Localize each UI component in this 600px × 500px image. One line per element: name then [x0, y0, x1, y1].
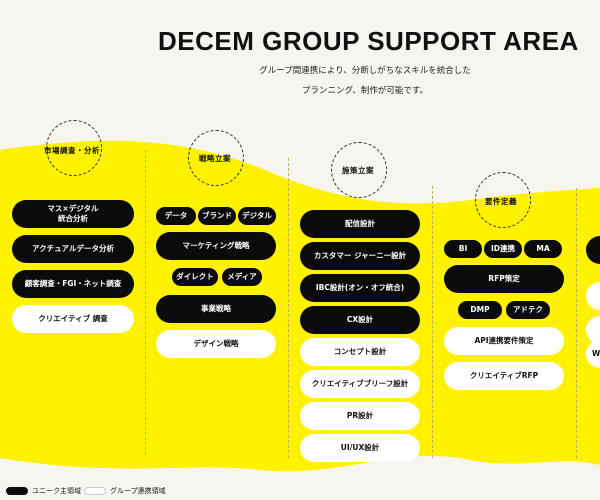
tag-ma[interactable]: MA	[524, 240, 562, 258]
column-label-requirements: 要件定義	[485, 197, 517, 206]
tag-digital[interactable]: デジタル	[238, 207, 276, 225]
item-pr-design[interactable]: PR設計	[300, 402, 420, 430]
item-fifth-3[interactable]	[586, 316, 600, 344]
item-actual-data-analysis[interactable]: アクチュアルデータ分析	[12, 235, 134, 263]
tag-data[interactable]: データ	[156, 207, 196, 225]
item-rfp-formulation[interactable]: RFP策定	[444, 265, 564, 293]
column-divider-1	[145, 150, 146, 455]
item-design-strategy[interactable]: デザイン戦略	[156, 330, 276, 358]
item-ibc-design[interactable]: IBC設計(オン・オフ統合)	[300, 274, 420, 302]
legend-swatch-dark	[6, 487, 28, 495]
item-mass-digital-analysis[interactable]: マス×デジタル 統合分析	[12, 200, 134, 228]
item-creative-rfp[interactable]: クリエイティブRFP	[444, 362, 564, 390]
item-api-requirements[interactable]: API連携要件策定	[444, 327, 564, 355]
tag-bi[interactable]: BI	[444, 240, 482, 258]
column-label-strategy: 戦略立案	[199, 154, 231, 163]
tag-direct[interactable]: ダイレクト	[172, 268, 218, 286]
tag-adtech[interactable]: アドテク	[506, 301, 550, 319]
tag-id-link[interactable]: ID連携	[484, 240, 522, 258]
legend-own-label: ユニーク主領域	[32, 487, 81, 495]
item-creative-research[interactable]: クリエイティブ 調査	[12, 305, 134, 333]
column-divider-2	[288, 158, 289, 458]
item-business-strategy[interactable]: 事業戦略	[156, 295, 276, 323]
column-divider-3	[432, 186, 433, 458]
item-customer-survey[interactable]: 顧客調査・FGI・ネット調査	[12, 270, 134, 298]
subtitle-line-2: プランニング、制作が可能です。	[301, 86, 429, 96]
legend-own: ユニーク主領域	[6, 486, 81, 496]
item-marketing-strategy[interactable]: マーケティング戦略	[156, 232, 276, 260]
column-divider-4	[576, 188, 577, 458]
page-title: DECEM GROUP SUPPORT AREA	[158, 26, 579, 56]
item-customer-journey[interactable]: カスタマー ジャーニー設計	[300, 242, 420, 270]
tag-dmp[interactable]: DMP	[458, 301, 502, 319]
item-cx-design[interactable]: CX設計	[300, 306, 420, 334]
column-circle-requirements	[475, 172, 531, 228]
subtitle-line-1: グループ間連携により、分断しがちなスキルを統合した	[259, 66, 471, 76]
item-fifth-4[interactable]: WI	[586, 340, 600, 368]
legend-group-label: グループ連携領域	[110, 487, 166, 495]
column-label-market: 市場調査・分析	[44, 146, 100, 155]
column-circle-plan	[331, 142, 387, 198]
legend-swatch-light	[84, 487, 106, 495]
column-circle-market	[46, 120, 102, 176]
item-fifth-2[interactable]	[586, 282, 600, 310]
item-concept-design[interactable]: コンセプト設計	[300, 338, 420, 366]
item-creative-brief[interactable]: クリエイティブブリーフ設計	[300, 370, 420, 398]
tag-brand[interactable]: ブランド	[198, 207, 236, 225]
column-circle-strategy	[188, 130, 244, 186]
item-fifth-1[interactable]	[586, 236, 600, 264]
legend-group: グループ連携領域	[84, 486, 166, 496]
tag-media[interactable]: メディア	[222, 268, 262, 286]
item-distribution-design[interactable]: 配信設計	[300, 210, 420, 238]
item-ui-ux-design[interactable]: UI/UX設計	[300, 434, 420, 462]
column-label-plan: 施策立案	[342, 166, 374, 175]
